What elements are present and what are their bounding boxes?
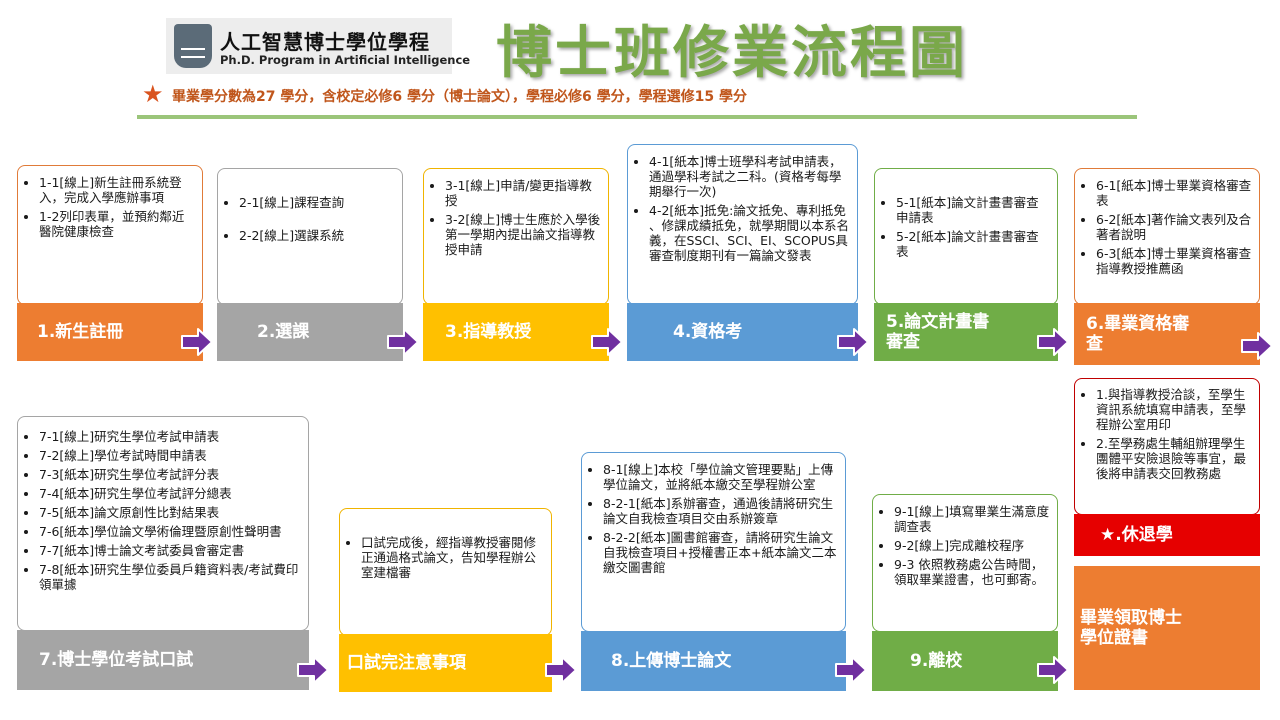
step-7-item: 7-2[線上]學位考試時間申請表 xyxy=(39,448,302,463)
step-7-item: 7-7[紙本]博士論文考試委員會審定書 xyxy=(39,543,302,558)
purple-right-arrow-icon xyxy=(297,656,329,684)
purple-right-arrow-icon xyxy=(591,328,623,356)
logo-english-name: Ph.D. Program in Artificial Intelligence xyxy=(220,53,471,67)
after-oral-exam-label: 口試完注意事項 xyxy=(339,634,552,692)
step-8-item: 8-2-1[紙本]系辦審查，通過後請將研究生論文自我檢查項目交由系辦簽章 xyxy=(603,496,839,526)
withdraw-card: 1.與指導教授洽談，至學生資訊系統填寫申請表，至學程辦公室用印 2.至學務處生輔… xyxy=(1074,378,1260,515)
credit-requirement-note: 畢業學分數為27 學分，含校定必修6 學分（博士論文），學程必修6 學分，學程選… xyxy=(172,89,747,105)
step-5-label: 5.論文計畫書 審查 xyxy=(874,303,1058,361)
step-4-item: 4-2[紙本]抵免:論文抵免、專利抵免 、修課成績抵免，就學期間以本系名義，在S… xyxy=(649,203,851,263)
step-2-item: 2-1[線上]課程查詢 xyxy=(239,195,396,210)
page-title: 博士班修業流程圖 xyxy=(496,20,968,86)
step-8-list: 8-1[線上]本校「學位論文管理要點」上傳學位論文，並將紙本繳交至學程辦公室 8… xyxy=(586,462,839,575)
purple-right-arrow-icon xyxy=(835,656,867,684)
step-8-item: 8-1[線上]本校「學位論文管理要點」上傳學位論文，並將紙本繳交至學程辦公室 xyxy=(603,462,839,492)
step-7-item: 7-5[紙本]論文原創性比對結果表 xyxy=(39,505,302,520)
step-3-list: 3-1[線上]申請/變更指導教授 3-2[線上]博士生應於入學後第一學期內提出論… xyxy=(428,178,602,257)
step-9-card: 9-1[線上]填寫畢業生滿意度調查表 9-2[線上]完成離校程序 9-3 依照教… xyxy=(872,494,1058,632)
step-9-item: 9-2[線上]完成離校程序 xyxy=(894,538,1051,553)
program-logo: 人工智慧博士學位學程 Ph.D. Program in Artificial I… xyxy=(166,18,470,74)
step-5-list: 5-1[紙本]論文計畫書審查申請表 5-2[紙本]論文計畫書審查表 xyxy=(879,195,1051,259)
step-6-item: 6-3[紙本]博士畢業資格審查指導教授推薦函 xyxy=(1096,246,1253,276)
after-oral-exam-list: 口試完成後，經指導教授審閱修正通過格式論文，告知學程辦公室建檔審 xyxy=(344,535,545,580)
step-3-item: 3-2[線上]博士生應於入學後第一學期內提出論文指導教授申請 xyxy=(445,212,602,257)
step-8-label: 8.上傳博士論文 xyxy=(581,631,846,691)
step-9-list: 9-1[線上]填寫畢業生滿意度調查表 9-2[線上]完成離校程序 9-3 依照教… xyxy=(877,504,1051,587)
purple-right-arrow-icon xyxy=(181,328,213,356)
step-6-card: 6-1[紙本]博士畢業資格審查表 6-2[紙本]著作論文表列及合著者說明 6-3… xyxy=(1074,168,1260,305)
step-6-label: 6.畢業資格審 查 xyxy=(1074,303,1260,365)
step-7-label: 7.博士學位考試口試 xyxy=(17,630,309,690)
step-6-item: 6-2[紙本]著作論文表列及合著者說明 xyxy=(1096,212,1253,242)
step-4-label: 4.資格考 xyxy=(627,303,858,361)
after-oral-exam-item: 口試完成後，經指導教授審閱修正通過格式論文，告知學程辦公室建檔審 xyxy=(361,535,545,580)
purple-right-arrow-icon xyxy=(1037,328,1069,356)
step-2-item: 2-2[線上]選課系統 xyxy=(239,228,396,243)
step-4-list: 4-1[紙本]博士班學科考試申請表，通過學科考試之二科。(資格考每學期舉行一次)… xyxy=(632,154,851,263)
step-7-item: 7-4[紙本]研究生學位考試評分總表 xyxy=(39,486,302,501)
step-7-item: 7-3[紙本]研究生學位考試評分表 xyxy=(39,467,302,482)
withdraw-item: 2.至學務處生輔組辦理學生團體平安險退險等事宜，最後將申請表交回教務處 xyxy=(1096,436,1253,481)
step-2-list: 2-1[線上]課程查詢 2-2[線上]選課系統 xyxy=(222,195,396,243)
step-8-card: 8-1[線上]本校「學位論文管理要點」上傳學位論文，並將紙本繳交至學程辦公室 8… xyxy=(581,452,846,632)
step-9-item: 9-1[線上]填寫畢業生滿意度調查表 xyxy=(894,504,1051,534)
logo-chinese-name: 人工智慧博士學位學程 xyxy=(220,30,430,54)
withdraw-label: ★.休退學 xyxy=(1074,514,1260,556)
step-7-item: 7-1[線上]研究生學位考試申請表 xyxy=(39,429,302,444)
withdraw-item: 1.與指導教授洽談，至學生資訊系統填寫申請表，至學程辦公室用印 xyxy=(1096,387,1253,432)
step-9-label: 9.離校 xyxy=(872,631,1058,691)
step-1-label: 1.新生註冊 xyxy=(17,303,203,361)
step-1-list: 1-1[線上]新生註冊系統登入，完成入學應辦事項 1-2列印表單，並預約鄰近醫院… xyxy=(22,175,196,239)
step-5-card: 5-1[紙本]論文計畫書審查申請表 5-2[紙本]論文計畫書審查表 xyxy=(874,168,1058,305)
purple-right-arrow-icon xyxy=(1241,332,1273,360)
step-7-item: 7-8[紙本]研究生學位委員戶籍資料表/考試費印領單據 xyxy=(39,562,302,592)
star-icon: ★ xyxy=(142,80,164,108)
step-6-item: 6-1[紙本]博士畢業資格審查表 xyxy=(1096,178,1253,208)
step-1-item: 1-1[線上]新生註冊系統登入，完成入學應辦事項 xyxy=(39,175,196,205)
step-2-label: 2.選課 xyxy=(217,303,403,361)
step-6-list: 6-1[紙本]博士畢業資格審查表 6-2[紙本]著作論文表列及合著者說明 6-3… xyxy=(1079,178,1253,276)
step-4-item: 4-1[紙本]博士班學科考試申請表，通過學科考試之二科。(資格考每學期舉行一次) xyxy=(649,154,851,199)
graduation-diploma-box: 畢業領取博士 學位證書 xyxy=(1074,566,1260,690)
step-9-item: 9-3 依照教務處公告時間，領取畢業證書，也可郵寄。 xyxy=(894,557,1051,587)
withdraw-list: 1.與指導教授洽談，至學生資訊系統填寫申請表，至學程辦公室用印 2.至學務處生輔… xyxy=(1079,387,1253,481)
purple-right-arrow-icon xyxy=(387,328,419,356)
step-3-item: 3-1[線上]申請/變更指導教授 xyxy=(445,178,602,208)
step-1-card: 1-1[線上]新生註冊系統登入，完成入學應辦事項 1-2列印表單，並預約鄰近醫院… xyxy=(17,165,203,305)
step-7-card: 7-1[線上]研究生學位考試申請表 7-2[線上]學位考試時間申請表 7-3[紙… xyxy=(17,416,309,631)
step-4-card: 4-1[紙本]博士班學科考試申請表，通過學科考試之二科。(資格考每學期舉行一次)… xyxy=(627,144,858,305)
after-oral-exam-card: 口試完成後，經指導教授審閱修正通過格式論文，告知學程辦公室建檔審 xyxy=(339,508,552,636)
step-5-item: 5-1[紙本]論文計畫書審查申請表 xyxy=(896,195,1051,225)
purple-right-arrow-icon xyxy=(545,656,577,684)
step-3-label: 3.指導教授 xyxy=(423,303,609,361)
step-3-card: 3-1[線上]申請/變更指導教授 3-2[線上]博士生應於入學後第一學期內提出論… xyxy=(423,168,609,305)
step-7-list: 7-1[線上]研究生學位考試申請表 7-2[線上]學位考試時間申請表 7-3[紙… xyxy=(22,429,302,592)
university-emblem-icon xyxy=(174,24,212,68)
step-8-item: 8-2-2[紙本]圖書館審查，請將研究生論文自我檢查項目+授權書正本+紙本論文二… xyxy=(603,530,839,575)
header-divider xyxy=(137,115,1137,119)
purple-right-arrow-icon xyxy=(1037,656,1069,684)
step-7-item: 7-6[紙本]學位論文學術倫理暨原創性聲明書 xyxy=(39,524,302,539)
step-2-card: 2-1[線上]課程查詢 2-2[線上]選課系統 xyxy=(217,168,403,305)
step-5-item: 5-2[紙本]論文計畫書審查表 xyxy=(896,229,1051,259)
step-1-item: 1-2列印表單，並預約鄰近醫院健康檢查 xyxy=(39,209,196,239)
purple-right-arrow-icon xyxy=(837,328,869,356)
